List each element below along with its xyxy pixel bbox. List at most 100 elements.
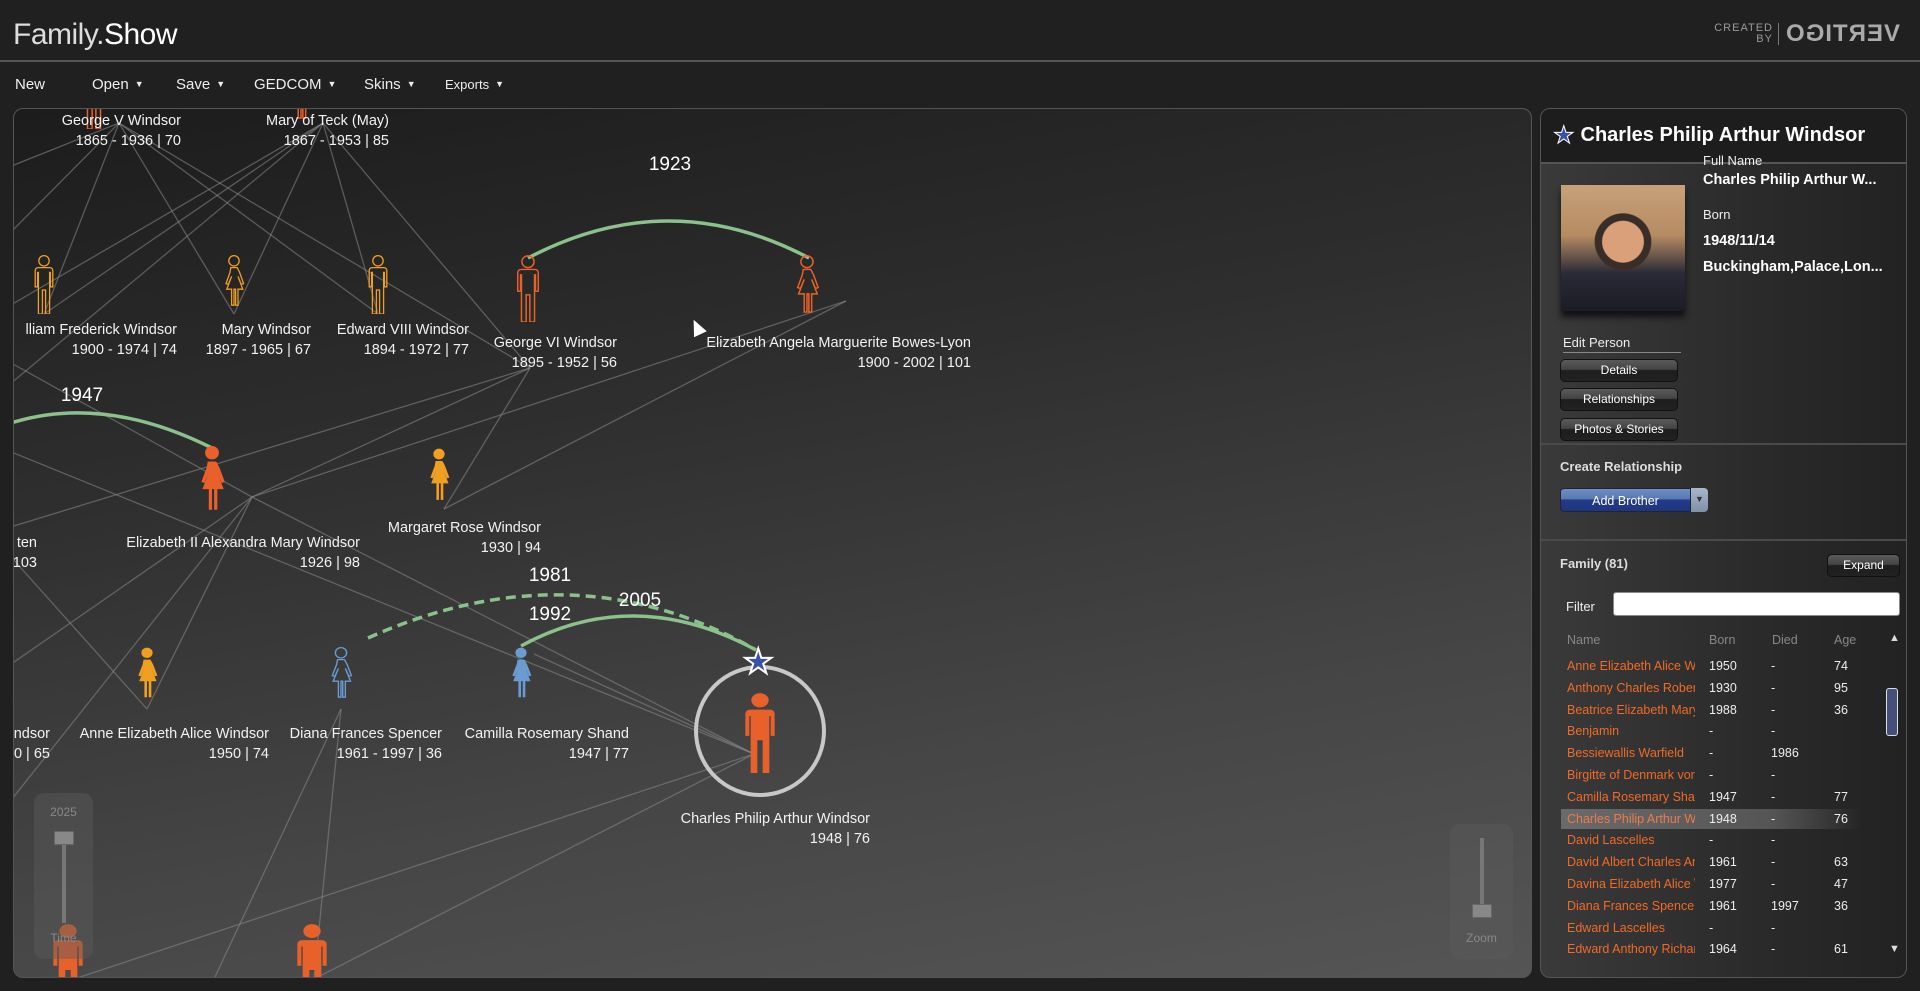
- time-slider[interactable]: 2025 Time: [34, 793, 93, 959]
- row-born: 1988: [1709, 702, 1737, 717]
- menu-gedcom[interactable]: GEDCOM▼: [254, 76, 336, 93]
- filter-input[interactable]: [1613, 592, 1900, 616]
- person-label[interactable]: Diana Frances Spencer 1961 - 1997 | 36: [264, 724, 442, 764]
- slider-thumb[interactable]: [1471, 904, 1492, 918]
- column-header-born[interactable]: Born: [1709, 633, 1736, 647]
- menu-label: Exports: [445, 77, 490, 92]
- person-figure-edward-viii[interactable]: [366, 254, 390, 315]
- details-header: ★ Charles Philip Arthur Windsor: [1541, 109, 1906, 164]
- caret-down-icon: ▼: [327, 79, 337, 89]
- column-header-age[interactable]: Age: [1834, 633, 1857, 647]
- person-figure-charles[interactable]: [740, 691, 780, 773]
- person-name: Margaret Rose Windsor: [387, 520, 541, 536]
- slider-track: [1479, 838, 1484, 918]
- photos-stories-button[interactable]: Photos & Stories: [1560, 418, 1678, 441]
- slider-thumb[interactable]: [53, 831, 74, 845]
- person-name: Diana Frances Spencer: [289, 726, 442, 742]
- person-figure-child[interactable]: [48, 922, 88, 977]
- family-list-row[interactable]: Birgitte of Denmark vor--: [1561, 765, 1861, 785]
- zoom-slider[interactable]: Zoom: [1450, 824, 1513, 959]
- family-heading: Family (81): [1560, 556, 1628, 571]
- family-list-row[interactable]: Edward Lascelles--: [1561, 918, 1861, 938]
- column-header-name[interactable]: Name: [1567, 633, 1601, 647]
- row-born: -: [1709, 768, 1714, 782]
- marriage-arcs: [14, 219, 810, 652]
- person-dates: 1961 - 1997 | 36: [336, 746, 442, 762]
- row-born: -: [1709, 833, 1714, 848]
- person-label[interactable]: Mary of Teck (May)1867 - 1953 | 85: [114, 111, 389, 151]
- scrollbar-thumb[interactable]: [1886, 688, 1898, 736]
- person-name: Mary of Teck (May): [265, 113, 389, 129]
- person-figure-margaret[interactable]: [426, 447, 452, 509]
- family-list-row[interactable]: Davina Elizabeth Alice \1977-47: [1561, 874, 1861, 894]
- person-figure-elizabeth-ii[interactable]: [196, 444, 228, 521]
- person-dates: 1948 | 76: [809, 831, 870, 847]
- scroll-down-icon[interactable]: ▼: [1889, 943, 1900, 955]
- selected-person-ring: [694, 665, 826, 797]
- relationships-button[interactable]: Relationships: [1560, 388, 1678, 411]
- person-figure-camilla[interactable]: [508, 646, 534, 706]
- row-name: Beatrice Elizabeth Mary: [1567, 702, 1695, 717]
- add-relationship-dropdown-icon[interactable]: ▼: [1691, 488, 1708, 512]
- row-name: David Lascelles: [1567, 833, 1655, 848]
- scroll-up-icon[interactable]: ▲: [1889, 632, 1900, 644]
- marriage-arc-1923: [527, 219, 810, 260]
- person-figure-child[interactable]: [292, 922, 332, 977]
- row-died: -: [1771, 811, 1776, 826]
- marriage-arc-1947: [14, 411, 213, 450]
- menu-new[interactable]: New: [15, 76, 45, 93]
- born-place-value: Buckingham,Palace,Lon...: [1703, 259, 1883, 275]
- person-figure-mary-windsor[interactable]: [222, 254, 246, 314]
- menu-save[interactable]: Save▼: [176, 76, 225, 93]
- person-name: ten: [16, 535, 37, 551]
- column-header-died[interactable]: Died: [1772, 633, 1798, 647]
- expand-button[interactable]: Expand: [1827, 554, 1900, 577]
- row-age: 77: [1834, 789, 1848, 804]
- menu-exports[interactable]: Exports▼: [445, 77, 504, 92]
- person-figure-diana[interactable]: [328, 646, 354, 706]
- person-figure-elizabeth-bowes-lyon[interactable]: [793, 254, 821, 322]
- female-person-icon: [225, 254, 245, 306]
- person-photo[interactable]: [1561, 185, 1685, 311]
- add-relationship-button[interactable]: Add Brother: [1560, 488, 1691, 512]
- row-died: -: [1771, 768, 1776, 782]
- person-name: Anne Elizabeth Alice Windsor: [79, 726, 269, 742]
- person-name: Camilla Rosemary Shand: [464, 726, 629, 742]
- details-panel: ★ Charles Philip Arthur Windsor Full Nam…: [1540, 108, 1907, 978]
- family-list-row[interactable]: David Lascelles--: [1561, 830, 1861, 850]
- menu-open[interactable]: Open▼: [92, 76, 144, 93]
- row-name: David Albert Charles Ar: [1567, 855, 1695, 870]
- male-person-icon: [745, 693, 775, 773]
- row-died: 1997: [1771, 898, 1799, 913]
- family-tree-canvas[interactable]: 1923 1947 1981 2005 1992 ★ George V Wind…: [13, 108, 1532, 978]
- family-list-row[interactable]: Benjamin--: [1561, 721, 1861, 741]
- family-list-row[interactable]: Bessiewallis Warfield-1986: [1561, 743, 1861, 763]
- details-button[interactable]: Details: [1560, 359, 1678, 382]
- menu-skins[interactable]: Skins▼: [364, 76, 416, 93]
- person-figure-anne[interactable]: [134, 646, 160, 706]
- person-figure-william[interactable]: [32, 254, 56, 315]
- person-figure-george-vi[interactable]: [514, 254, 542, 323]
